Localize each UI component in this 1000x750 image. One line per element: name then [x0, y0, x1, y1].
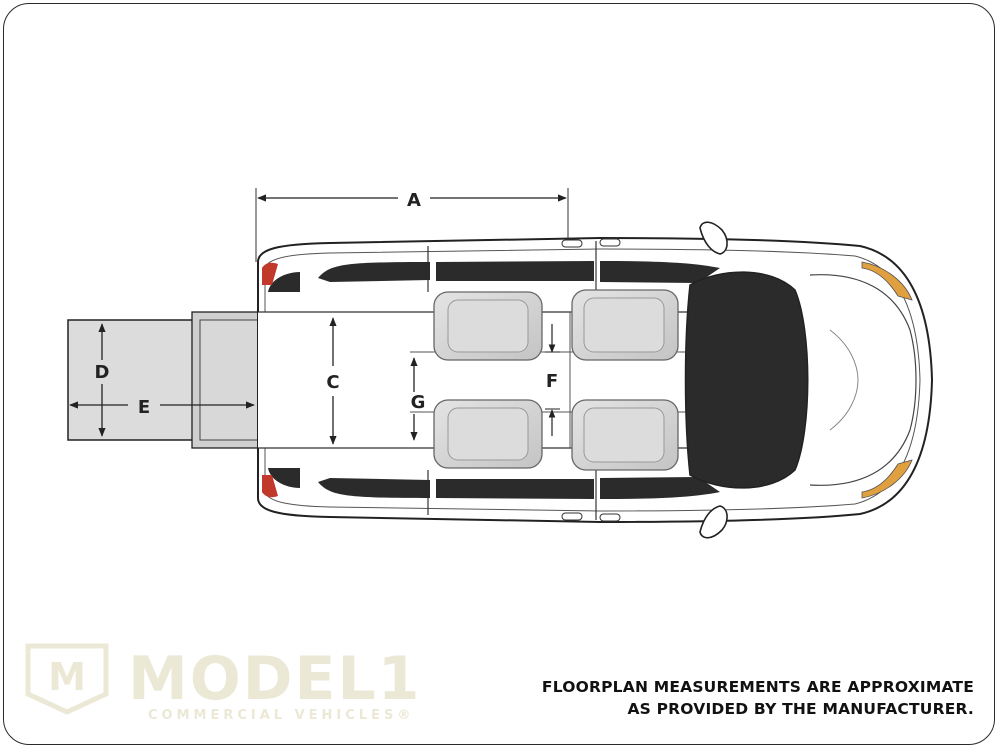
disclaimer-line-2: AS PROVIDED BY THE MANUFACTURER. [627, 700, 974, 718]
logo-mark: M [48, 655, 86, 699]
dimension-d: D [95, 323, 110, 437]
side-windows [268, 261, 720, 499]
dimension-label-a: A [407, 190, 421, 211]
dimension-f: F [545, 324, 560, 436]
seat-rear-top [433, 291, 543, 361]
ramp [67, 311, 259, 449]
seats [433, 289, 679, 471]
logo-shield-icon: M [25, 643, 109, 715]
logo-subtitle: COMMERCIAL VEHICLES® [148, 708, 415, 723]
lights [262, 261, 913, 499]
dimension-label-c: C [326, 372, 339, 393]
dimension-label-e: E [138, 397, 150, 418]
dimension-label-f: F [546, 371, 558, 392]
disclaimer-line-1: FLOORPLAN MEASUREMENTS ARE APPROXIMATE [541, 678, 974, 696]
dimension-g: G [410, 357, 426, 441]
measurement-disclaimer: FLOORPLAN MEASUREMENTS ARE APPROXIMATE A… [542, 676, 974, 720]
seat-front-bottom [571, 399, 679, 471]
dimension-c: C [326, 317, 340, 445]
dimension-a: A [255, 188, 569, 262]
seat-front-top [571, 289, 679, 361]
dimension-label-g: G [411, 392, 426, 413]
model1-logo-watermark: M MODEL1 COMMERCIAL VEHICLES® [22, 640, 422, 730]
dimension-label-d: D [95, 362, 110, 383]
logo-wordmark: MODEL1 [128, 644, 422, 714]
seat-rear-bottom [433, 399, 543, 469]
dimension-e: E [69, 397, 255, 418]
rounded-frame [3, 3, 995, 745]
windshield-and-hood [684, 271, 917, 489]
side-mirrors [699, 221, 728, 539]
